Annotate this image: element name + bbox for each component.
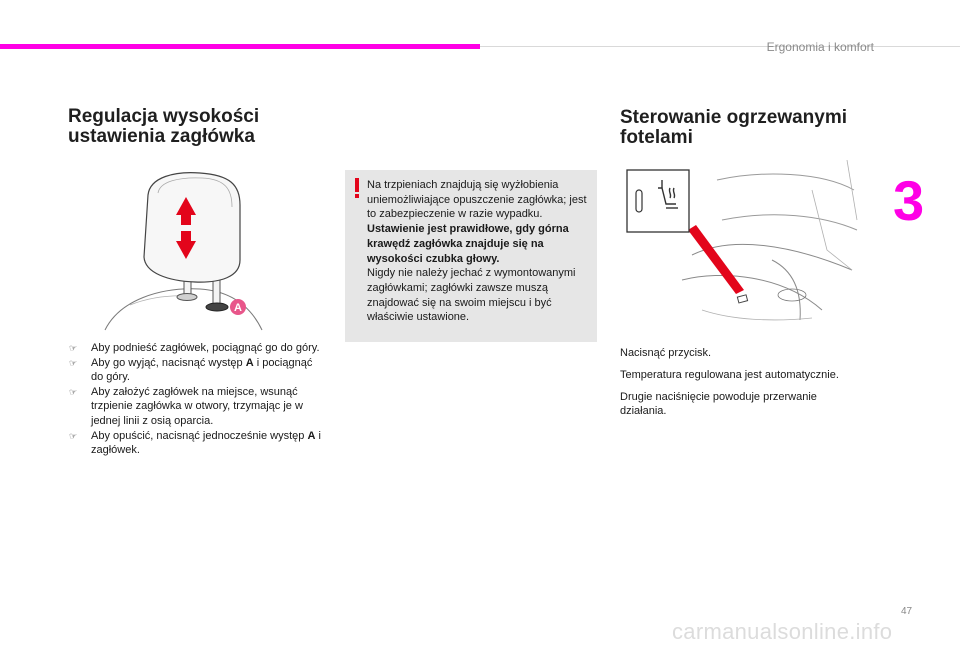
callout-a-label: A bbox=[234, 302, 242, 314]
heated-seat-icon bbox=[658, 180, 678, 209]
headrest-title: Regulacja wysokości ustawienia zagłówka bbox=[68, 107, 328, 147]
headrest-steps-list: ☞ Aby podnieść zagłówek, pociągnąć go do… bbox=[69, 341, 327, 458]
warning-paragraph-3: Nigdy nie należy jechać z wymontowanymi … bbox=[367, 267, 576, 324]
exclamation-icon bbox=[355, 178, 359, 198]
step-bold-label: A bbox=[245, 356, 254, 369]
step-text-post: i zagłówek. bbox=[91, 429, 321, 457]
step-text-pre: Aby opuścić, nacisnąć jednocześnie wystę… bbox=[91, 429, 308, 442]
chapter-number: 3 bbox=[893, 169, 925, 232]
heated-seats-text: Nacisnąć przycisk. Temperatura regulowan… bbox=[620, 346, 860, 426]
warning-paragraph-1: Na trzpieniach znajdują się wyżłobienia … bbox=[367, 179, 587, 221]
list-item: ☞ Aby podnieść zagłówek, pociągnąć go do… bbox=[69, 341, 327, 356]
pointing-hand-icon: ☞ bbox=[69, 430, 78, 441]
warning-text: Na trzpieniach znajdują się wyżłobienia … bbox=[367, 178, 595, 325]
heated-seats-title-line2: fotelami bbox=[620, 127, 693, 148]
step-text-post: i pociągnąć do góry. bbox=[91, 356, 313, 384]
step-text: Aby podnieść zagłówek, pociągnąć go do g… bbox=[91, 342, 320, 354]
headrest-title-line1: Regulacja wysokości bbox=[68, 106, 260, 127]
header-divider bbox=[480, 46, 960, 47]
step-text: Aby założyć zagłówek na miejsce, wsunąć … bbox=[91, 385, 303, 427]
headrest-adjust-illustration: A bbox=[100, 165, 270, 335]
paragraph: Nacisnąć przycisk. bbox=[620, 347, 712, 359]
list-item: ☞ Aby opuścić, nacisnąć jednocześnie wys… bbox=[69, 429, 327, 458]
paragraph: Temperatura regulowana jest automatyczni… bbox=[620, 369, 839, 381]
page-number: 47 bbox=[901, 606, 913, 617]
pointing-hand-icon: ☞ bbox=[69, 386, 78, 397]
pointing-hand-icon: ☞ bbox=[69, 343, 78, 353]
headrest-title-line2: ustawienia zagłówka bbox=[68, 126, 255, 147]
warning-paragraph-2: Ustawienie jest prawidłowe, gdy górna kr… bbox=[367, 223, 569, 265]
step-text-pre: Aby go wyjąć, nacisnąć występ bbox=[91, 356, 246, 369]
list-item: ☞ Aby go wyjąć, nacisnąć występ A i poci… bbox=[69, 356, 327, 385]
accent-bar bbox=[0, 44, 480, 49]
heated-seat-button-illustration bbox=[622, 159, 862, 330]
paragraph: Drugie naciśnięcie powoduje przerwanie d… bbox=[620, 391, 817, 417]
warning-box: Na trzpieniach znajdują się wyżłobienia … bbox=[345, 170, 597, 342]
step-bold-label: A bbox=[307, 429, 316, 442]
pointing-hand-icon: ☞ bbox=[69, 357, 78, 368]
watermark: carmanualsonline.info bbox=[672, 619, 893, 644]
section-header: Ergonomia i komfort bbox=[766, 40, 874, 54]
heated-seats-title: Sterowanie ogrzewanymi fotelami bbox=[620, 108, 880, 148]
heated-seats-title-line1: Sterowanie ogrzewanymi bbox=[620, 107, 848, 128]
list-item: ☞ Aby założyć zagłówek na miejsce, wsuną… bbox=[69, 385, 327, 429]
